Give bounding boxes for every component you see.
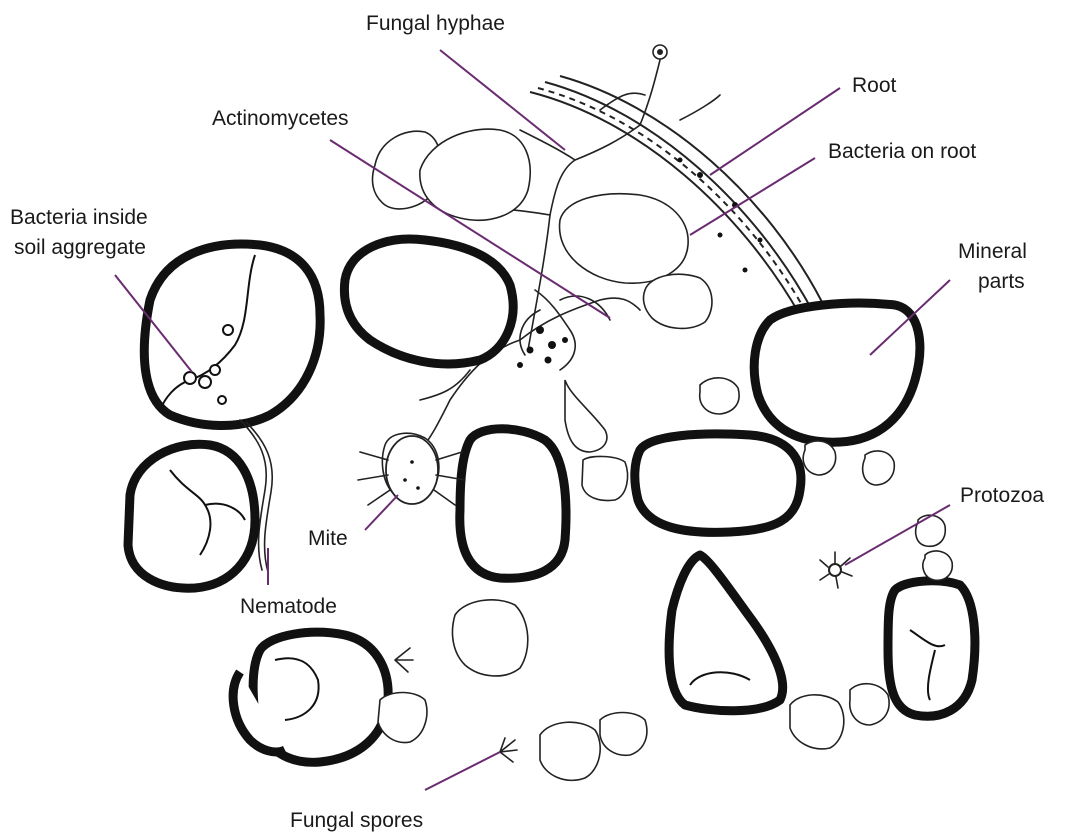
label-bacteria-inside-line1: Bacteria inside: [10, 206, 148, 229]
leader-fungal-spores: [425, 752, 500, 790]
label-fungal-hyphae: Fungal hyphae: [366, 12, 505, 35]
label-nematode: Nematode: [240, 595, 337, 618]
label-mineral-line1: Mineral: [958, 240, 1027, 263]
protozoa-organism: [820, 552, 852, 588]
label-mineral-line2: parts: [978, 270, 1025, 293]
label-bacteria-inside-line2: soil aggregate: [14, 236, 146, 259]
label-bacteria-on-root: Bacteria on root: [828, 140, 976, 163]
leader-mite: [365, 495, 398, 530]
label-actinomycetes: Actinomycetes: [212, 107, 349, 130]
mite-organism: [358, 436, 465, 505]
soil-aggregate: [144, 244, 320, 425]
label-fungal-spores: Fungal spores: [290, 809, 423, 832]
label-mite: Mite: [308, 527, 348, 550]
leader-root: [710, 88, 840, 175]
label-protozoa: Protozoa: [960, 484, 1044, 507]
label-root: Root: [852, 74, 897, 97]
